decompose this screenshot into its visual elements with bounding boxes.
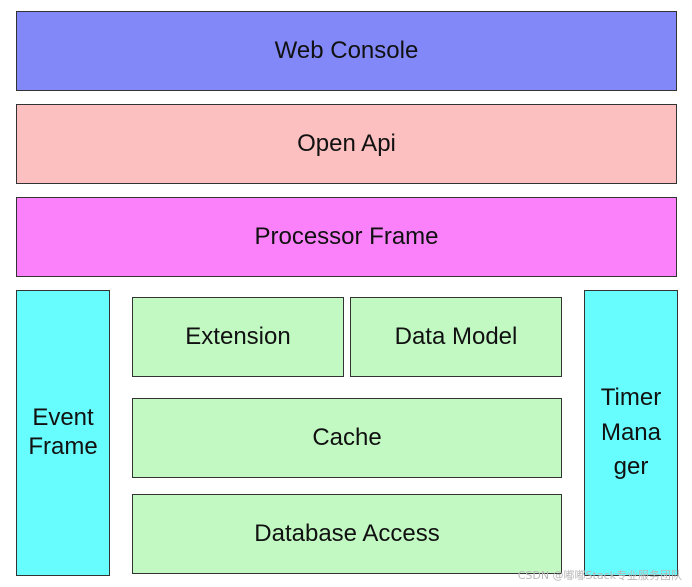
cache-box: Cache — [132, 398, 562, 478]
data-model-label: Data Model — [394, 323, 518, 350]
extension-label: Extension — [185, 323, 291, 350]
web-console-label: Web Console — [274, 37, 419, 64]
timer-manager-column: Timer Mana ger — [584, 290, 678, 576]
processor-frame-label: Processor Frame — [254, 223, 439, 250]
cache-label: Cache — [312, 424, 382, 451]
watermark: CSDN @嘟嘟Stack专业服务团队 — [517, 569, 682, 582]
database-access-label: Database Access — [254, 520, 440, 547]
event-frame-column: Event Frame — [16, 290, 110, 576]
extension-box: Extension — [132, 297, 344, 377]
data-model-box: Data Model — [350, 297, 562, 377]
open-api-label: Open Api — [297, 130, 396, 157]
open-api-layer: Open Api — [16, 104, 677, 184]
timer-manager-label: Timer Mana ger — [600, 383, 662, 481]
web-console-layer: Web Console — [16, 11, 677, 91]
database-access-box: Database Access — [132, 494, 562, 574]
event-frame-label: Event Frame — [28, 404, 98, 460]
processor-frame-layer: Processor Frame — [16, 197, 677, 277]
